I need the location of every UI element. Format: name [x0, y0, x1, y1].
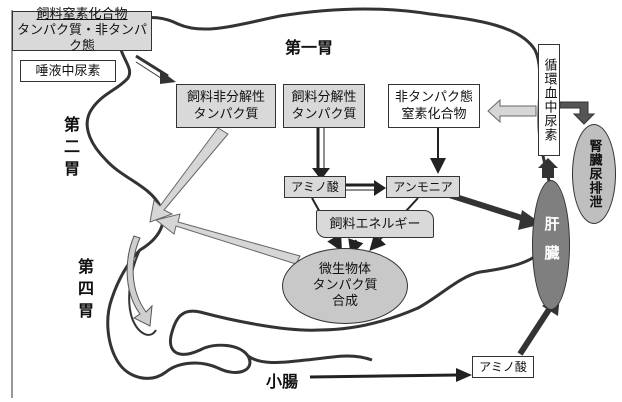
- saliva-urea-box: 唾液中尿素: [20, 60, 116, 82]
- feed-nitrogen-box: 飼料窒素化合物 タンパク質・非タンパク態: [12, 7, 152, 54]
- blood-to-kidney-arrow: [559, 101, 596, 125]
- small-intestine-label: 小腸: [266, 372, 299, 391]
- liver-text: 肝臓: [542, 216, 561, 274]
- microbial-to-abomasum-arrow: [154, 213, 301, 265]
- reticulum-label: 第二胃: [61, 116, 80, 182]
- feed-nitrogen-subtitle: タンパク質・非タンパク態: [16, 23, 147, 54]
- degradable-protein-box: 飼料分解性 タンパク質: [283, 84, 365, 128]
- feed-nitrogen-title: 飼料窒素化合物: [36, 7, 128, 22]
- microbial-protein-ellipse: 微生物体 タンパク質 合成: [282, 248, 408, 324]
- undegradable-to-abomasum-arrow: [149, 127, 229, 223]
- amino-acid-intestine-box: アミノ酸: [472, 356, 534, 378]
- amino-to-ammonia-arrow: [374, 180, 386, 196]
- blood-urea-text: 循環血中尿素: [541, 58, 557, 142]
- abomasum-flow-arrow: [126, 235, 153, 327]
- kidney-ellipse: 腎臓尿排泄: [572, 124, 616, 224]
- ammonia-box: アンモニア: [386, 176, 460, 198]
- npn-box: 非タンパク態 窒素化合物: [388, 84, 480, 128]
- blood-to-npn-arrow: [487, 98, 537, 124]
- undegradable-protein-box: 飼料非分解性 タンパク質: [176, 84, 276, 128]
- liver-ellipse: 肝臓: [532, 180, 570, 310]
- kidney-text: 腎臓尿排泄: [586, 139, 602, 209]
- blood-urea-box: 循環血中尿素: [538, 44, 560, 156]
- amino-acid-rumen-box: アミノ酸: [284, 176, 346, 198]
- feed-energy-banner: 飼料エネルギー: [316, 210, 434, 238]
- amino-to-liver-arrow: [517, 306, 553, 356]
- small-intestine-outline: [247, 354, 373, 364]
- degradable-to-amino-arrow: [312, 168, 330, 180]
- intestine-flow-arrow: [309, 373, 459, 379]
- abomasum-label: 第四胃: [75, 258, 94, 324]
- rumen-label: 第一胃: [285, 38, 334, 57]
